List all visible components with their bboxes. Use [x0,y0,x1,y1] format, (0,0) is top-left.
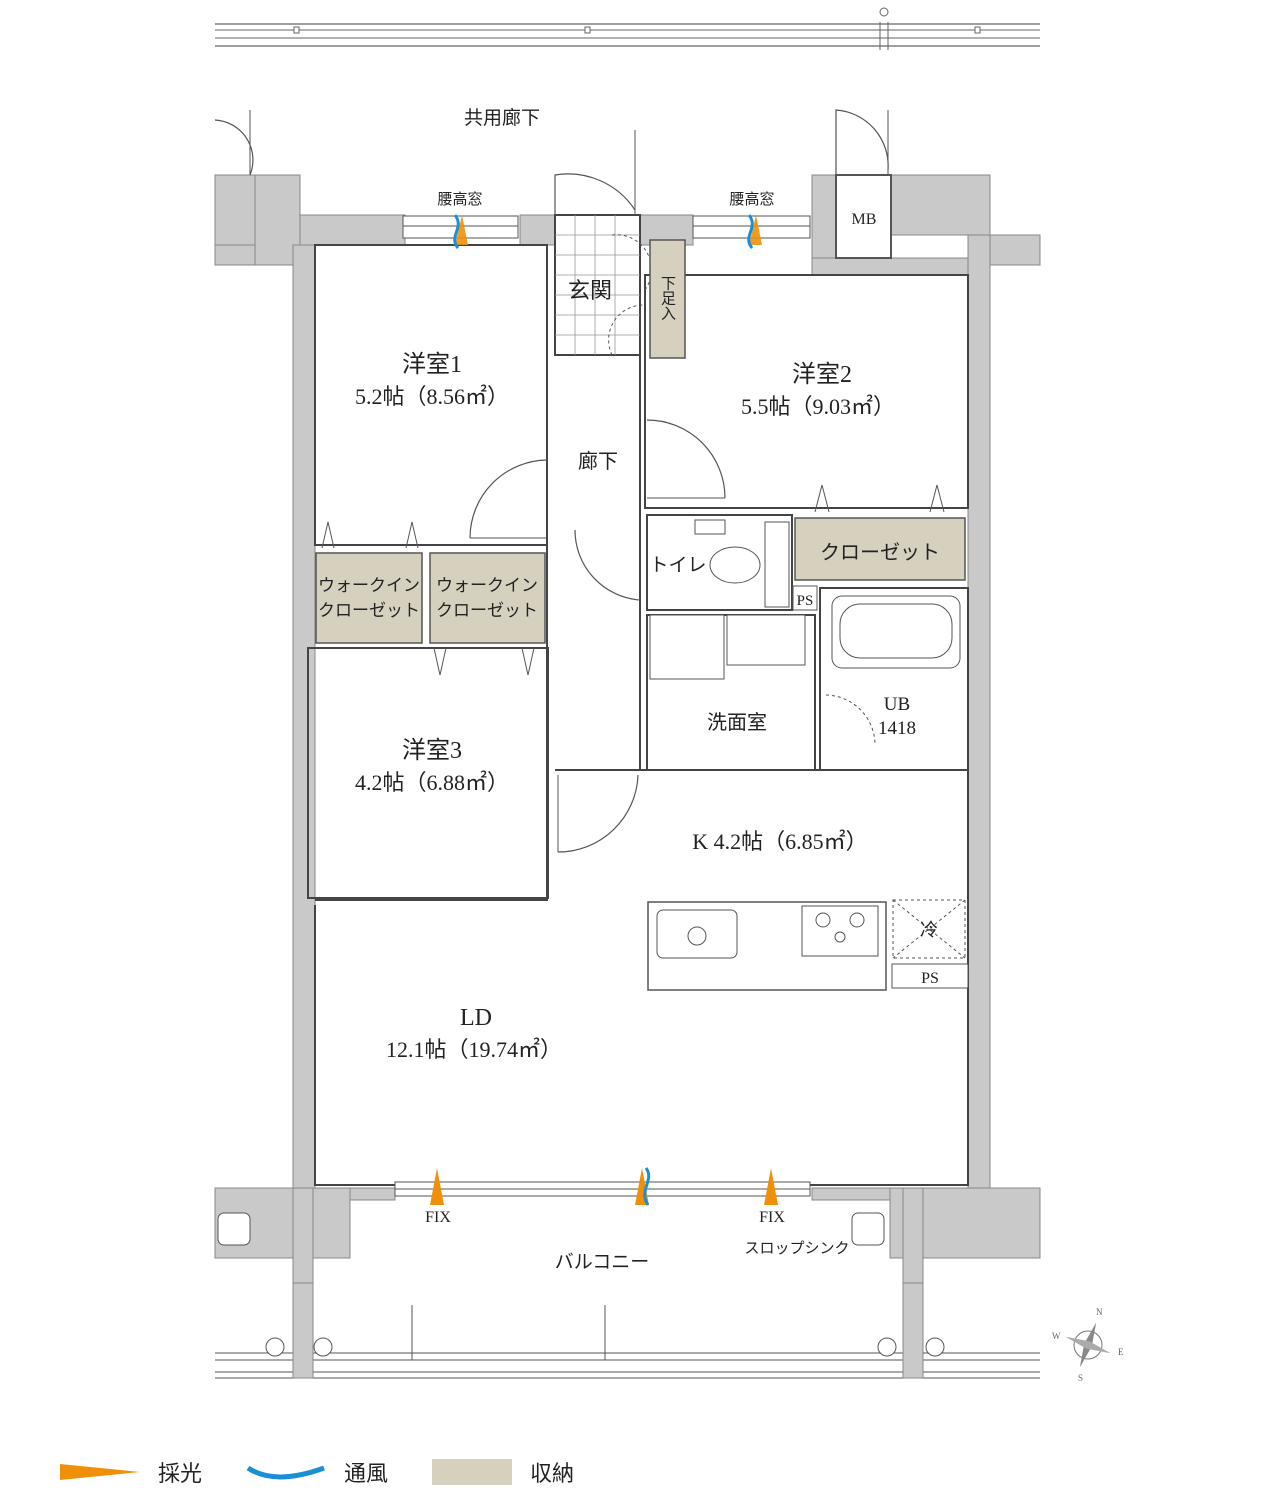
corridor-label: 共用廊下 [464,107,540,129]
wic2-line2: クローゼット [436,601,538,620]
legend-storage-label: 収納 [530,1462,575,1487]
closet-room2: クローゼット [794,484,966,581]
storage-swatch-icon [432,1459,513,1485]
washroom-label: 洗面室 [707,711,767,734]
toilet-room: トイレ PS [649,519,818,611]
legend-storage: 収納 [432,1456,574,1488]
light-arrow-icon [60,1464,140,1480]
closet-label: クローゼット [820,541,940,564]
room1-name: 洋室1 [402,351,462,378]
ld-name: LD [460,1005,492,1031]
balcony: バルコニー スロップシンク [215,1212,1040,1379]
wic1-line1: ウォークイン [318,576,420,595]
wind-wave-icon [246,1465,325,1480]
entrance-label: 玄関 [568,278,612,303]
legend-light: 採光 [60,1456,202,1488]
slop-sink-label: スロップシンク [744,1240,849,1257]
shoe-storage-label: 下足入 [659,276,676,321]
compass-n: N [1096,1307,1103,1317]
legend-air: 通風 [246,1456,388,1488]
window-1: 腰高窓 [402,190,519,249]
balcony-sash: FIX FIX [394,1167,811,1226]
ps2-label: PS [921,970,939,987]
ub-line2: 1418 [878,718,916,739]
wic2-line1: ウォークイン [436,576,538,595]
fridge-label: 冷 [920,920,938,940]
legend-light-label: 採光 [158,1462,203,1487]
mb-closet: MB [835,109,892,259]
compass-s: S [1078,1373,1083,1383]
ub-line1: UB [884,694,910,715]
fix-2-label: FIX [759,1209,785,1226]
compass: N E S W [1052,1307,1124,1383]
window-2-label: 腰高窓 [729,190,774,208]
ld-size: 12.1帖（19.74㎡） [386,1037,562,1062]
hall-label: 廊下 [578,450,618,473]
compass-w: W [1052,1331,1061,1341]
legend-air-label: 通風 [344,1462,389,1487]
kitchen: K 4.2帖（6.85㎡） 冷 PS [647,829,969,991]
balcony-label: バルコニー [555,1252,650,1273]
room3-size: 4.2帖（6.88㎡） [355,770,509,795]
walk-in-closet-1: ウォークイン クローゼット [315,521,423,644]
washroom: 洗面室 [649,614,806,734]
window-1-label: 腰高窓 [437,190,482,208]
wic1-line2: クローゼット [318,601,420,620]
room2-name: 洋室2 [792,361,852,388]
compass-e: E [1118,1347,1124,1357]
fix-1-label: FIX [425,1209,451,1226]
ps1-label: PS [797,593,814,609]
room2-size: 5.5帖（9.03㎡） [741,394,895,419]
legend: 採光 通風 収納 [60,1456,618,1488]
unit-bath: UB 1418 [825,595,961,746]
top-railing [215,7,1040,50]
entrance-floor: 玄関 下足入 [554,130,686,359]
walk-in-closet-2: ウォークイン クローゼット [429,552,546,676]
interior-walls [307,244,969,1186]
window-2: 腰高窓 [692,190,811,249]
toilet-label: トイレ [649,555,706,576]
kitchen-label: K 4.2帖（6.85㎡） [692,829,867,854]
room1-size: 5.2帖（8.56㎡） [355,384,509,409]
mb-label: MB [852,211,877,228]
room3-name: 洋室3 [402,737,462,764]
